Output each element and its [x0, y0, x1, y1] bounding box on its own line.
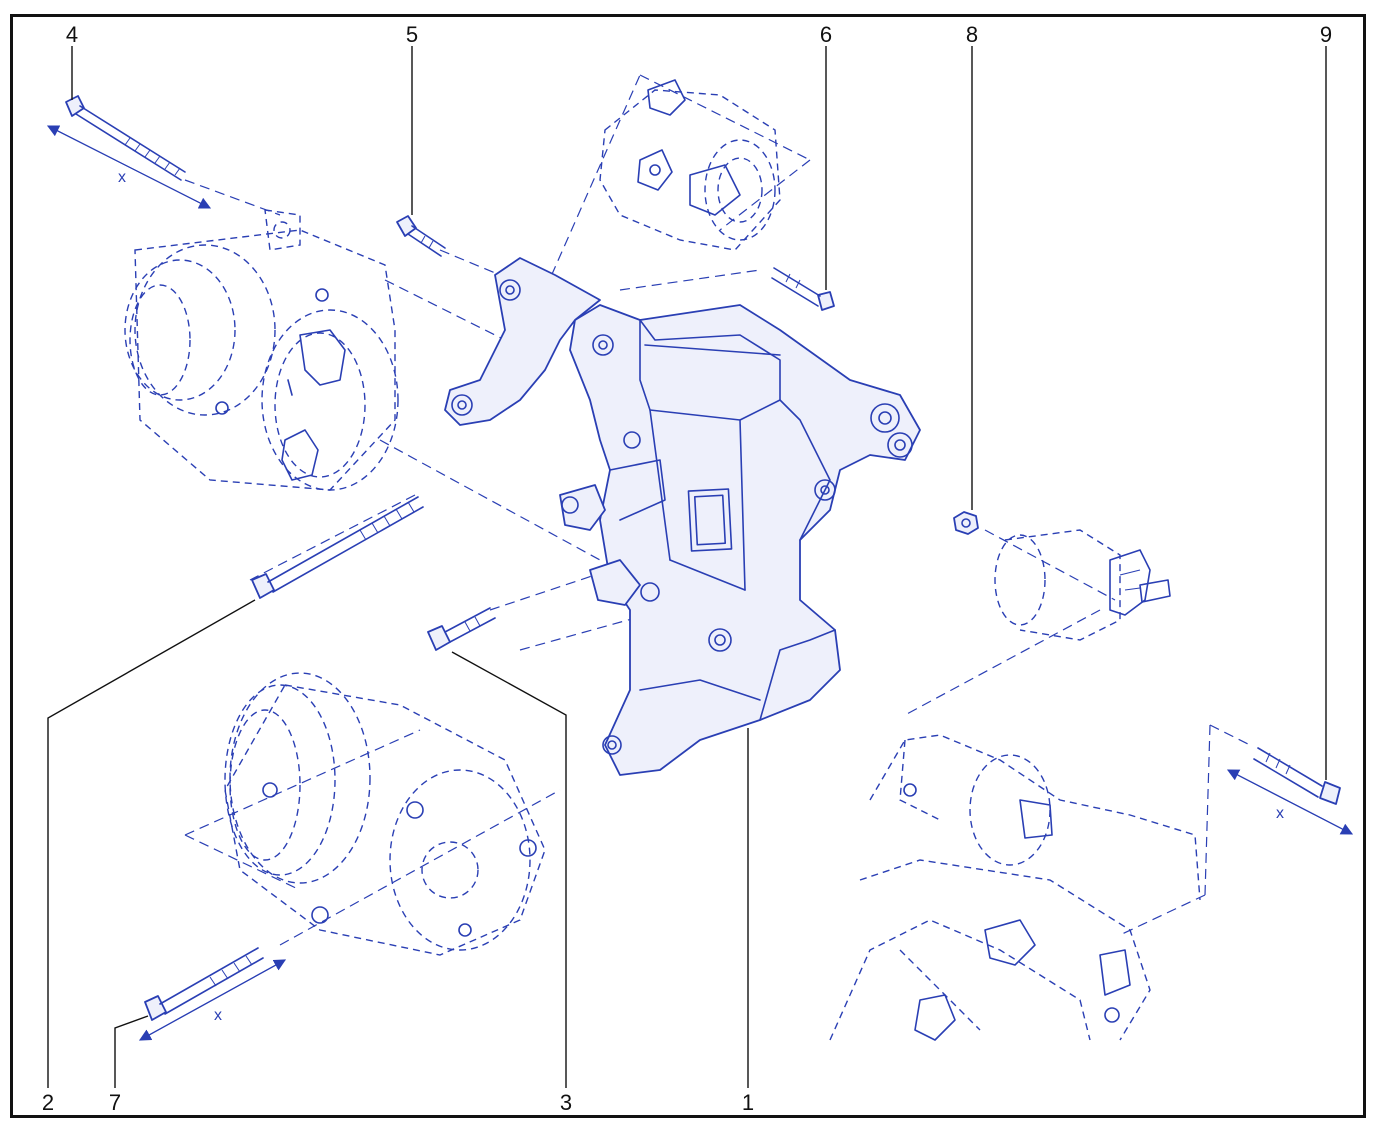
- callout-4: 4: [66, 22, 78, 47]
- bolt-7-dimension: [138, 959, 287, 1041]
- dimension-label-bolt-9: x: [1276, 805, 1284, 822]
- dimension-label-bolt-7: x: [214, 1007, 222, 1024]
- callout-5: 5: [406, 22, 418, 47]
- callout-3: 3: [560, 1090, 572, 1115]
- mounting-bracket: [444, 257, 921, 776]
- callout-7: 7: [109, 1090, 121, 1115]
- bolt-5[interactable]: [396, 215, 446, 257]
- bolt-4[interactable]: [65, 95, 186, 181]
- callout-9: 9: [1320, 22, 1332, 47]
- callout-2: 2: [42, 1090, 54, 1115]
- callout-8: 8: [966, 22, 978, 47]
- leader-lines: [47, 46, 1327, 1088]
- drawing-frame: [10, 14, 1366, 1118]
- bolt-6[interactable]: [771, 267, 835, 311]
- compressor-ghost: [224, 672, 546, 956]
- starter-ghost: [994, 529, 1171, 641]
- bolt-2[interactable]: [251, 496, 424, 599]
- callout-1: 1: [742, 1090, 754, 1115]
- bolt-3[interactable]: [427, 607, 496, 651]
- dimension-label-bolt-4: x: [118, 169, 126, 186]
- pump-ghost: [599, 79, 781, 251]
- bolt-7[interactable]: [144, 947, 264, 1021]
- alternator-ghost: [124, 209, 399, 491]
- bolt-9[interactable]: [1253, 747, 1341, 805]
- nut-8[interactable]: [953, 511, 979, 535]
- engine-block-ghost: [829, 734, 1201, 1041]
- bolt-9-dimension: [1226, 769, 1354, 835]
- bolt-4-dimension: [46, 125, 212, 209]
- callout-6: 6: [820, 22, 832, 47]
